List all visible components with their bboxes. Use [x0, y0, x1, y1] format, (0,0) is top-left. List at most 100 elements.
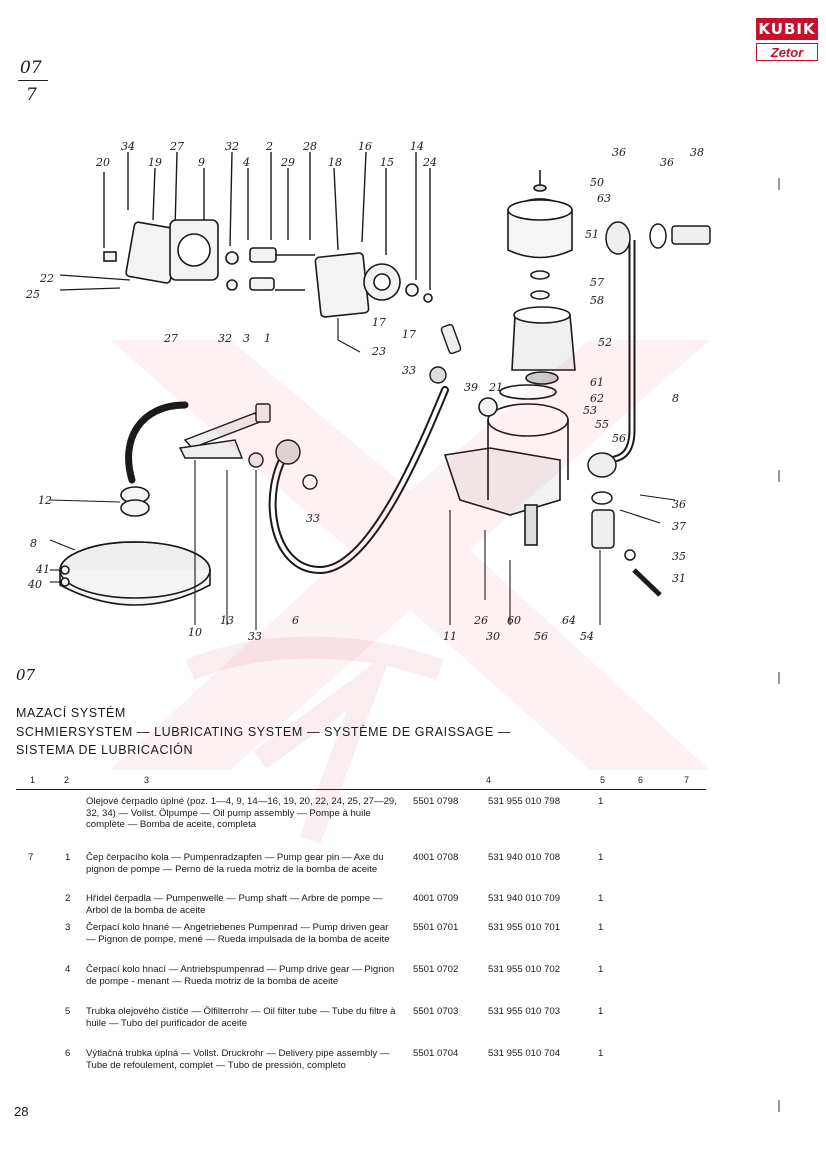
column-number: 4 [486, 775, 492, 785]
callout: 52 [598, 336, 612, 349]
callout: 32 [218, 332, 232, 345]
logo-kubik-text: KUBIK [756, 18, 818, 40]
row-group: 7 [28, 852, 34, 863]
callout: 60 [507, 614, 521, 627]
callout: 30 [486, 630, 500, 643]
table-header-rule [16, 789, 706, 790]
oil-filter-base [443, 384, 569, 546]
callout: 33 [402, 364, 416, 377]
page-code-top: 07 [18, 58, 48, 81]
callout: 33 [306, 512, 320, 525]
callout: 25 [26, 288, 40, 301]
callout: 28 [303, 140, 317, 153]
callout: 54 [580, 630, 594, 643]
callout: 10 [188, 626, 202, 639]
diagram-callouts: 20 34 19 27 9 32 4 2 29 28 18 16 15 14 2… [26, 140, 704, 643]
row-part-number: 5501 0704 [413, 1048, 459, 1059]
callout: 17 [402, 328, 416, 341]
section-number: 07 [16, 666, 36, 684]
row-description: Výtlačná trubka úplná — Vollst. Druckroh… [86, 1048, 390, 1071]
column-number: 2 [64, 775, 70, 785]
callout: 18 [328, 156, 342, 169]
oil-strainer [59, 486, 211, 606]
callout: 63 [597, 192, 611, 205]
callout: 27 [164, 332, 178, 345]
callout: 9 [198, 156, 205, 169]
callout: 36 [612, 146, 626, 159]
row-quantity: 1 [598, 1006, 604, 1017]
callout: 64 [562, 614, 576, 627]
callout: 57 [590, 276, 604, 289]
row-code: 531 955 010 701 [488, 922, 561, 933]
callout: 24 [423, 156, 437, 169]
callout: 4 [243, 156, 250, 169]
column-number: 1 [30, 775, 36, 785]
callout: 2 [266, 140, 273, 153]
callout: 38 [690, 146, 704, 159]
callout: 12 [38, 494, 52, 507]
scan-mark [778, 178, 780, 190]
row-description: Čerpací kolo hnací — Antriebspumpenrad —… [86, 964, 395, 987]
callout: 36 [660, 156, 674, 169]
heading-czech: MAZACÍ SYSTÉM [16, 706, 126, 720]
row-code: 531 955 010 798 [488, 796, 561, 807]
callout: 31 [672, 572, 686, 585]
callout: 27 [170, 140, 184, 153]
callout: 56 [612, 432, 626, 445]
column-number: 6 [638, 775, 644, 785]
callout: 37 [672, 520, 686, 533]
column-number: 3 [144, 775, 150, 785]
column-number: 7 [684, 775, 690, 785]
callout: 20 [96, 156, 110, 169]
row-description: Čep čerpacího kola — Pumpenradzapfen — P… [86, 852, 384, 875]
row-description: Olejové čerpadlo úplné (poz. 1—4, 9, 14—… [86, 796, 397, 831]
row-description: Hřídel čerpadla — Pumpenwelle — Pump sha… [86, 893, 383, 916]
callout: 13 [220, 614, 234, 627]
callout: 23 [372, 345, 386, 358]
row-position: 3 [65, 922, 71, 933]
callout: 40 [28, 578, 42, 591]
callout: 11 [443, 630, 457, 643]
oil-pump-housing [103, 219, 433, 318]
logo-zetor-text: Zetor [756, 43, 818, 61]
callout: 35 [672, 550, 686, 563]
column-number: 5 [600, 775, 606, 785]
row-position: 4 [65, 964, 71, 975]
callout: 8 [672, 392, 679, 405]
row-part-number: 5501 0703 [413, 1006, 459, 1017]
heading-spanish: SISTEMA DE LUBRICACIÓN [16, 743, 194, 757]
callout: 58 [590, 294, 604, 307]
callout: 50 [590, 176, 604, 189]
callout: 6 [292, 614, 299, 627]
row-quantity: 1 [598, 1048, 604, 1059]
row-description: Trubka olejového čističe — Ölfilterrohr … [86, 1006, 396, 1029]
row-code: 531 955 010 702 [488, 964, 561, 975]
row-quantity: 1 [598, 893, 604, 904]
scan-mark [778, 470, 780, 482]
callout: 15 [380, 156, 394, 169]
row-part-number: 5501 0798 [413, 796, 459, 807]
callout: 3 [243, 332, 250, 345]
callout: 29 [281, 156, 295, 169]
row-quantity: 1 [598, 964, 604, 975]
row-code: 531 940 010 709 [488, 893, 561, 904]
callout: 33 [248, 630, 262, 643]
row-position: 6 [65, 1048, 71, 1059]
callout: 41 [36, 563, 50, 576]
callout: 61 [590, 376, 604, 389]
heading-multilingual: SCHMIERSYSTEM — LUBRICATING SYSTEM — SYS… [16, 725, 511, 739]
scan-mark [778, 672, 780, 684]
filter-cartridge [511, 306, 576, 385]
callout: 22 [40, 272, 54, 285]
row-position: 1 [65, 852, 71, 863]
callout: 26 [474, 614, 488, 627]
row-quantity: 1 [598, 922, 604, 933]
filter-cover [507, 170, 573, 300]
callout: 53 [583, 404, 597, 417]
callout: 14 [410, 140, 424, 153]
scan-mark [778, 1100, 780, 1112]
callout: 1 [264, 332, 271, 345]
page-number: 28 [14, 1104, 29, 1119]
callout: 56 [534, 630, 548, 643]
row-position: 5 [65, 1006, 71, 1017]
